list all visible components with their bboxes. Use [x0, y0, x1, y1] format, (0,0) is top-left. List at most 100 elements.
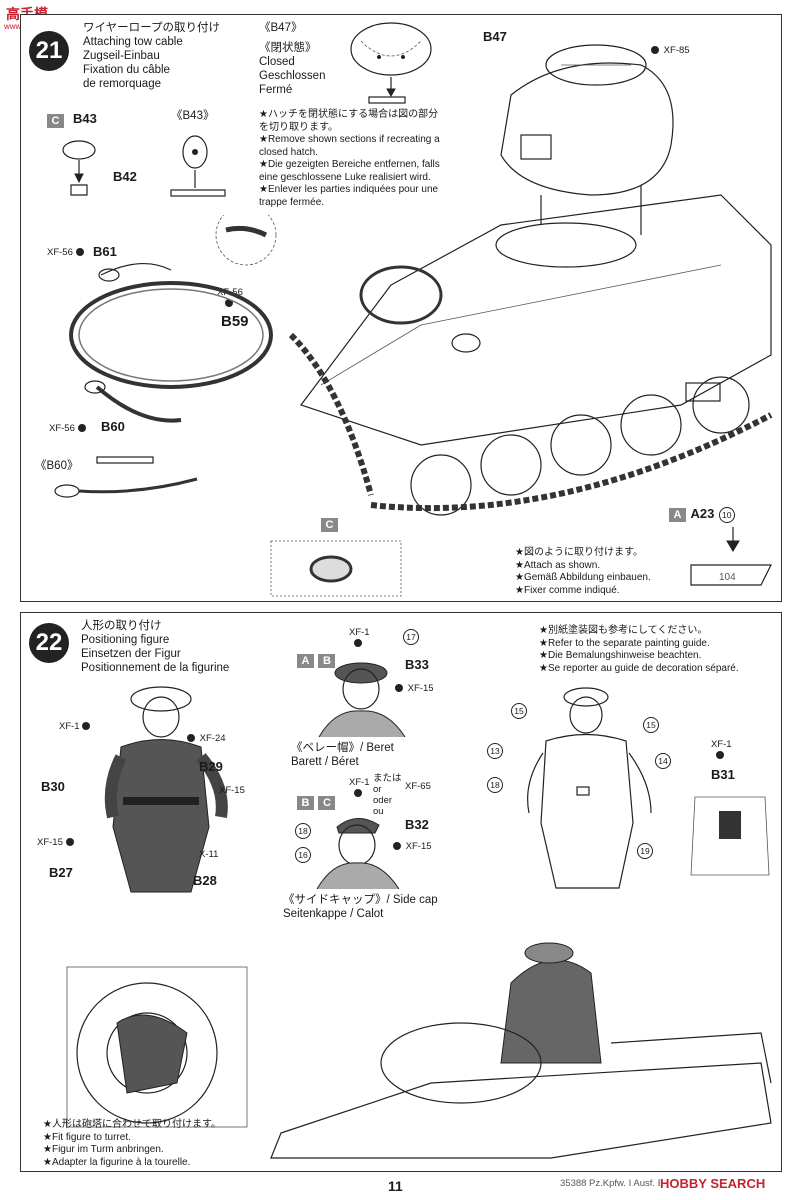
paint-xf1-beret: XF-1 — [349, 627, 370, 649]
a23-callout: A A23 10 — [669, 505, 735, 523]
or-en: or — [373, 784, 382, 795]
or-jp: または — [373, 773, 402, 784]
sprue-tag-c: C — [47, 114, 64, 128]
paint-dot-icon — [82, 722, 91, 731]
closed-labels: 《閉状態》 Closed Geschlossen Fermé — [259, 41, 325, 97]
sprue-tag-a: A — [297, 654, 314, 668]
paint-x11: X-11 — [199, 849, 218, 860]
sprue-tag-b: B — [297, 796, 314, 810]
note-line: ★Die gezeigten Bereiche entfernen, falls — [259, 159, 440, 170]
decal-number-18: 18 — [487, 777, 503, 793]
title-fr-2: de remorquage — [83, 78, 161, 90]
beret-head-illustration — [318, 662, 406, 737]
paint-code: XF-65 — [405, 781, 431, 792]
paint-code: XF-85 — [663, 45, 690, 56]
title-fr: Fixation du câble — [83, 64, 170, 76]
paint-code: X-11 — [199, 849, 219, 860]
part-b33: B33 — [405, 657, 429, 672]
paint-dot-icon — [77, 424, 86, 433]
decal-number-16: 16 — [295, 847, 311, 863]
paint-code: XF-1 — [59, 721, 80, 732]
inset-c-illustration — [270, 540, 402, 597]
part-b59: B59 — [221, 313, 249, 330]
paint-dot-icon — [716, 751, 725, 760]
sprue-tag-c: C — [318, 796, 336, 810]
b43-detail-label: 《B43》 — [171, 110, 215, 122]
c-tag-inset: C — [321, 515, 338, 533]
paint-xf15-left: XF-15 — [37, 837, 76, 848]
paint-code: XF-56 — [47, 247, 73, 258]
painting-guide-notes: ★別紙塗装図も参考にしてください。 ★Refer to the separate… — [539, 625, 739, 675]
turret-top-view-illustration — [66, 966, 248, 1128]
note-line: ★Attach as shown. — [515, 559, 601, 571]
decal-number-15: 15 — [511, 703, 527, 719]
note-line: ★Enlever les parties indiquées pour une — [259, 184, 439, 195]
paint-xf15-beret: XF-15 — [395, 683, 434, 694]
decal-number-10: 10 — [718, 507, 735, 523]
decal-18b-callout: 18 — [487, 775, 503, 793]
step-21-panel: 21 ワイヤーロープの取り付け Attaching tow cable Zugs… — [20, 14, 782, 602]
title-de: Einsetzen der Figur — [81, 648, 181, 660]
paint-code: XF-15 — [405, 841, 432, 852]
paint-code: XF-15 — [37, 837, 63, 848]
beret-caption-rest: Barett / Béret — [291, 756, 359, 768]
step-22-title: 人形の取り付け Positioning figure Einsetzen der… — [81, 619, 229, 675]
or-fr: ou — [373, 806, 384, 817]
note-line: ★Die Bemalungshinweise beachten. — [539, 650, 702, 661]
b47-detail-title: 《B47》 — [259, 22, 303, 34]
kit-reference: 35388 Pz.Kpfw. I Ausf. B (1007793) — [560, 1178, 710, 1189]
tank-hull-illustration — [288, 44, 773, 516]
holster-illustration — [690, 796, 770, 876]
sprue-tag-a: A — [669, 508, 686, 522]
tank-with-figure-illustration — [270, 942, 772, 1159]
note-line: を切り取ります。 — [259, 121, 338, 133]
part-b29: B29 — [199, 759, 223, 774]
title-en: Attaching tow cable — [83, 36, 183, 48]
paint-xf85: XF-85 — [651, 45, 690, 56]
title-jp: ワイヤーロープの取り付け — [83, 22, 220, 34]
paint-code: XF-24 — [199, 733, 226, 744]
title-en: Positioning figure — [81, 634, 170, 646]
or-labels: または or oder ou — [373, 773, 402, 817]
step-21-title: ワイヤーロープの取り付け Attaching tow cable Zugseil… — [83, 21, 220, 91]
note-line: ★Fixer comme indiqué. — [515, 584, 620, 596]
title-jp: 人形の取り付け — [81, 620, 162, 632]
paint-xf15-right: XF-15 — [219, 785, 245, 796]
note-line: eine geschlossene Luke realisiert wird. — [259, 171, 431, 183]
decal-number-13: 13 — [487, 743, 503, 759]
paint-dot-icon — [393, 842, 401, 851]
note-line: ★Se reporter au guide de decoration sépa… — [539, 662, 739, 674]
turret-fit-notes: ★人形は砲塔に合わせて取り付けます。 ★Fit figure to turret… — [43, 1119, 221, 1169]
paint-xf1-holster: XF-1 — [711, 739, 732, 761]
note-line: ★Gemäß Abbildung einbauen. — [515, 572, 651, 583]
paint-code: XF-15 — [407, 683, 434, 694]
decal-13-callout: 13 — [487, 741, 503, 759]
tags-bc: B C — [297, 793, 336, 811]
note-line: ★Adapter la figurine à la tourelle. — [43, 1156, 191, 1168]
paint-dot-icon — [354, 789, 363, 798]
part-b31: B31 — [711, 767, 735, 782]
note-line: ★人形は砲塔に合わせて取り付けます。 — [43, 1119, 221, 1130]
b60-detail-illustration — [54, 456, 198, 498]
paint-code: XF-1 — [711, 739, 732, 750]
step-22-panel: 22 人形の取り付け Positioning figure Einsetzen … — [20, 612, 782, 1172]
decal-18-callout: 18 — [295, 821, 311, 839]
cap-caption-jp: 《サイドキャップ》/ Side cap — [283, 894, 438, 906]
decal-14-callout: 14 — [655, 751, 671, 769]
title-de: Zugseil-Einbau — [83, 50, 160, 62]
tow-cable-illustration — [69, 215, 277, 423]
paint-dot-icon — [651, 46, 659, 55]
paint-code: XF-1 — [349, 777, 370, 788]
part-b28: B28 — [193, 873, 217, 888]
note-line: trappe fermée. — [259, 196, 325, 208]
c-tag-group: C — [47, 111, 64, 129]
part-b61: B61 — [93, 244, 117, 259]
cap-caption-rest: Seitenkappe / Calot — [283, 908, 384, 920]
paint-xf56-b60: XF-56 — [49, 423, 88, 434]
paint-dot-icon — [224, 299, 233, 308]
page-number: 11 — [388, 1178, 403, 1194]
decal-number-18: 18 — [295, 823, 311, 839]
beret-caption: 《ベレー帽》/ Beret Barett / Béret — [291, 741, 394, 769]
attach-notes: ★図のように取り付けます。 ★Attach as shown. ★Gemäß A… — [515, 547, 651, 597]
part-b27: B27 — [49, 865, 73, 880]
